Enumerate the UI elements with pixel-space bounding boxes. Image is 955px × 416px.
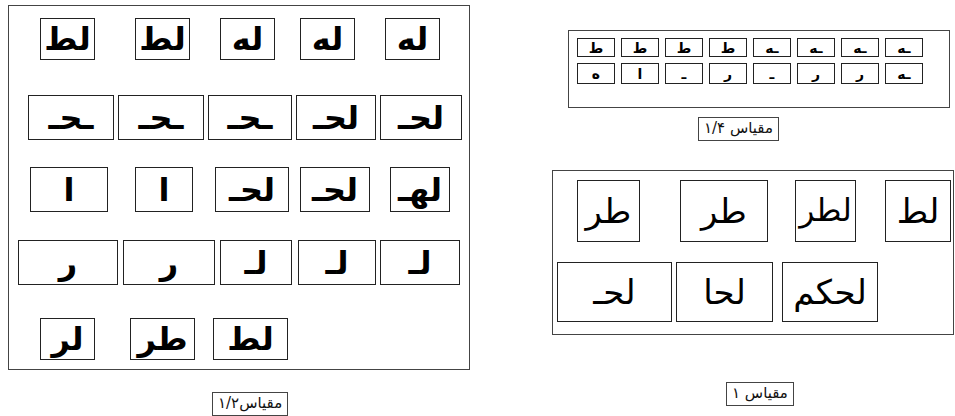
scale-caption: مقیاس ۱ xyxy=(726,382,794,406)
glyph-box: لط xyxy=(135,18,190,60)
glyph-box: ر xyxy=(797,63,835,84)
handwritten-glyph: ر xyxy=(59,247,77,279)
glyph-box: له xyxy=(300,18,355,60)
glyph-box: ـ xyxy=(753,63,791,84)
handwritten-glyph: ـ xyxy=(770,67,775,81)
glyph-box: ر xyxy=(841,63,879,84)
handwritten-glyph: ر xyxy=(856,67,864,81)
handwritten-glyph: لطر xyxy=(799,195,852,226)
glyph-box: لط xyxy=(40,18,95,60)
glyph-box: لحـ xyxy=(296,95,376,140)
glyph-box: لـ xyxy=(298,240,376,285)
handwritten-glyph: ر xyxy=(812,67,820,81)
handwritten-glyph: ا xyxy=(64,174,75,206)
handwritten-glyph: لـ xyxy=(409,247,432,279)
glyph-box: لحـ xyxy=(557,262,672,322)
handwritten-glyph: ط xyxy=(589,41,604,55)
handwritten-glyph: طر xyxy=(586,194,632,228)
glyph-box: ـ xyxy=(665,63,703,84)
glyph-box: ر xyxy=(709,63,747,84)
handwritten-glyph: ط xyxy=(677,41,692,55)
glyph-box: ـه xyxy=(885,63,923,84)
glyph-box: له xyxy=(220,18,275,60)
glyph-box: ر xyxy=(123,240,215,285)
glyph-box: لط xyxy=(213,318,288,360)
glyph-box: ط xyxy=(709,38,747,57)
handwritten-glyph: ـه xyxy=(897,41,910,55)
handwritten-glyph: لحـ xyxy=(398,102,444,134)
glyph-box: ـه xyxy=(797,38,835,57)
glyph-box: له xyxy=(385,18,440,60)
handwritten-glyph: لـ xyxy=(245,247,268,279)
glyph-box: لحا xyxy=(676,262,773,322)
handwritten-glyph: لط xyxy=(139,23,185,55)
glyph-box: ـحـ xyxy=(208,95,292,140)
scale-panel: مقیاس۱/۲ لط لط له له له ـحـ ـحـ ـحـ لحـ لحـ ا ا لحـ لح… xyxy=(8,5,470,416)
glyph-box: ه xyxy=(577,63,615,84)
glyph-box: ـحـ xyxy=(28,95,114,140)
handwritten-glyph: لط xyxy=(44,23,90,55)
handwritten-glyph: لحا xyxy=(703,275,746,309)
glyph-box: لحكم xyxy=(782,262,878,322)
handwritten-glyph: ـ xyxy=(682,67,687,81)
handwritten-glyph: لر xyxy=(52,323,84,355)
handwritten-glyph: ا xyxy=(638,67,643,81)
glyph-box: ا xyxy=(621,63,659,84)
glyph-box: لحـ xyxy=(380,95,462,140)
glyph-box: ا xyxy=(135,167,193,212)
handwritten-glyph: ا xyxy=(159,174,170,206)
handwritten-glyph: ـه xyxy=(809,41,822,55)
glyph-box: لحـ xyxy=(300,167,370,212)
handwritten-glyph: ـحـ xyxy=(49,102,94,134)
glyph-box: طر xyxy=(577,180,640,242)
glyph-box: طر xyxy=(130,318,195,360)
handwritten-glyph: لط xyxy=(227,323,273,355)
glyph-box: ا xyxy=(30,167,108,212)
scale-caption: مقیاس ۱/۴ xyxy=(698,117,779,141)
glyph-box: لحـ xyxy=(215,167,289,212)
handwritten-glyph: لط xyxy=(897,194,940,228)
handwritten-glyph: ـحـ xyxy=(139,102,184,134)
glyph-box: طر xyxy=(680,180,768,242)
handwritten-glyph: لحكم xyxy=(793,275,867,309)
handwritten-glyph: له xyxy=(397,23,428,55)
glyph-box: ر xyxy=(18,240,118,285)
handwritten-glyph: ـحـ xyxy=(228,102,273,134)
glyph-box: ـحـ xyxy=(118,95,204,140)
scale-panel: مقیاس ۱/۴ ط ط ط ط ـه ـه ـه ـه ه ا ـ ر ـ ر ر ـه xyxy=(568,30,950,147)
glyph-box: لط xyxy=(885,180,951,242)
handwritten-glyph: لحـ xyxy=(229,174,275,206)
glyph-box: لـ xyxy=(220,240,292,285)
glyph-box: ط xyxy=(665,38,703,57)
handwritten-glyph: طر xyxy=(701,194,747,228)
glyph-box: ـه xyxy=(753,38,791,57)
handwritten-glyph: له xyxy=(312,23,343,55)
scale-panel: مقیاس ۱ طر طر لطر لط لحـ لحا لحكم xyxy=(552,170,954,412)
handwritten-glyph: ه xyxy=(592,67,600,81)
handwritten-glyph: له xyxy=(232,23,263,55)
handwritten-glyph: ـه xyxy=(853,41,866,55)
handwritten-glyph: طر xyxy=(137,323,187,355)
handwritten-glyph: لـ xyxy=(326,247,349,279)
handwritten-glyph: لحـ xyxy=(312,174,358,206)
glyph-box: ط xyxy=(621,38,659,57)
glyph-box: لر xyxy=(40,318,95,360)
glyph-box: ـه xyxy=(841,38,879,57)
glyph-box: لهـ xyxy=(390,167,450,212)
handwritten-glyph: لهـ xyxy=(398,174,442,206)
handwritten-glyph: ـه xyxy=(897,67,910,81)
handwritten-glyph: ـه xyxy=(765,41,778,55)
glyph-box: ـه xyxy=(885,38,923,57)
handwritten-glyph: ر xyxy=(160,247,178,279)
handwritten-glyph: لحـ xyxy=(593,275,635,309)
glyph-box: لطر xyxy=(795,180,856,242)
handwritten-glyph: ر xyxy=(724,67,732,81)
handwritten-glyph: ط xyxy=(721,41,736,55)
handwritten-glyph: لحـ xyxy=(313,102,359,134)
glyph-box: لـ xyxy=(380,240,460,285)
glyph-box: ط xyxy=(577,38,615,57)
scale-caption: مقیاس۱/۲ xyxy=(212,392,288,416)
handwritten-glyph: ط xyxy=(633,41,648,55)
